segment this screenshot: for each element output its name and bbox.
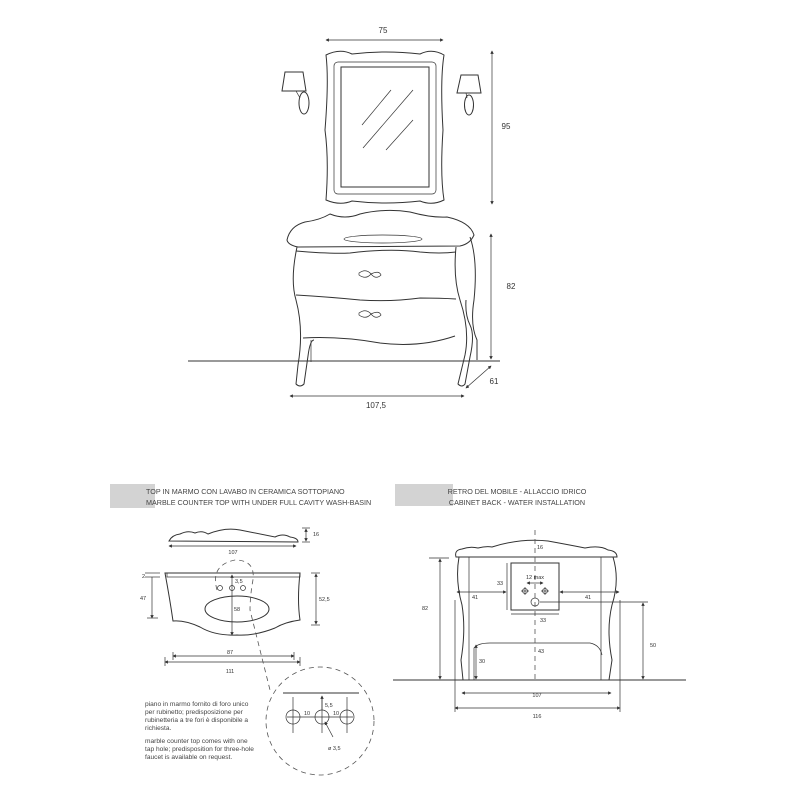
drawing-line	[215, 559, 271, 691]
drawer-handle-bottom	[358, 310, 382, 318]
mirror-width-label: 75	[379, 26, 388, 35]
cabinet-depth-dimension	[465, 365, 492, 389]
back-outer-width-label: 116	[533, 714, 542, 720]
outer-width-label: 111	[226, 669, 234, 675]
right-distance-label: 41	[585, 595, 591, 601]
drawing-line	[385, 119, 414, 151]
note-line: per rubinetto; predisposizione per	[145, 709, 244, 716]
drawing-line	[285, 709, 301, 725]
drawing-line	[324, 721, 334, 738]
inner-width-label: 87	[227, 650, 233, 656]
water-panel	[510, 562, 560, 611]
mirror	[324, 50, 445, 204]
drawing-line	[164, 572, 301, 636]
drawing-line	[217, 585, 223, 591]
drawing-line	[295, 294, 457, 302]
detail-diameter: ø 3,5	[328, 746, 341, 752]
section-marker-box	[110, 484, 155, 508]
drawing-line	[456, 74, 482, 94]
drawing-line	[457, 556, 617, 681]
cabinet-height-label: 82	[507, 282, 516, 291]
depth-label: 47	[140, 596, 146, 602]
leg-height-label: 30	[479, 659, 485, 665]
countertop-section: TOP IN MARMO CON LAVABO IN CERAMICA SOTT…	[110, 484, 375, 776]
cabinet-width-label: 107,5	[366, 401, 387, 410]
drawing-line	[362, 89, 414, 149]
back-top-label: 16	[537, 545, 543, 551]
note-line: tap hole; predisposition for three-hole	[145, 746, 254, 753]
detail-spacing-left: 10	[304, 711, 310, 717]
note-line: richiesta.	[145, 725, 172, 732]
note-line: marble counter top comes with one	[145, 738, 248, 745]
hole-offset-label: 3,5	[235, 579, 243, 585]
drawing-line	[465, 92, 468, 99]
profile-width-label: 107	[228, 550, 237, 556]
front-elevation: 75 95	[188, 26, 516, 410]
drawing-line	[333, 61, 437, 195]
drawing-line	[361, 89, 392, 126]
mirror-height-label: 95	[502, 122, 511, 131]
drawing-line	[298, 91, 310, 115]
detail-setback: 5,5	[325, 703, 333, 709]
note-line: piano in marmo fornito di foro unico	[145, 701, 249, 708]
cabinet-back-section: RETRO DEL MOBILE - ALLACCIO IDRICO CABIN…	[393, 484, 686, 720]
drawer-handle-top	[358, 270, 382, 278]
note-italian: piano in marmo fornito di foro unico per…	[145, 701, 249, 732]
note-english: marble counter top comes with one tap ho…	[145, 738, 254, 761]
drawing-line	[286, 209, 475, 248]
drain-height-label: 50	[650, 643, 656, 649]
section-marker-box	[395, 484, 453, 506]
detail-circle	[265, 666, 375, 776]
back-inner-width-label: 107	[532, 693, 541, 699]
panel-width-label: 33	[540, 618, 546, 624]
drawing-line	[166, 572, 301, 578]
wall-lamp-right	[456, 74, 482, 116]
drawing-line	[464, 94, 474, 116]
basin-offset-label: 58	[234, 607, 240, 613]
drawing-line	[281, 71, 307, 92]
countertop-title-en: MARBLE COUNTER TOP WITH UNDER FULL CAVIT…	[146, 498, 371, 507]
cabinet-depth-label: 61	[490, 377, 499, 386]
drawing-line	[454, 246, 473, 387]
drawing-line	[204, 595, 270, 623]
center-height-label: 43	[538, 649, 544, 655]
tap-spacing-label: 12 max	[526, 575, 544, 581]
drawing-line	[339, 709, 355, 725]
detail-spacing-right: 10	[333, 711, 339, 717]
drawing-line	[168, 528, 299, 543]
left-distance-label: 41	[472, 595, 478, 601]
drawing-line	[295, 249, 457, 254]
drawing-line	[340, 66, 430, 188]
drawing-line	[469, 236, 478, 360]
thickness-label: 16	[313, 532, 319, 538]
countertop-title-it: TOP IN MARMO CON LAVABO IN CERAMICA SOTT…	[146, 487, 345, 496]
cabinet	[286, 209, 478, 387]
edge-label: 2	[142, 574, 145, 580]
back-height-label: 82	[422, 606, 428, 612]
wall-lamp-left	[281, 71, 310, 115]
drawing-line	[343, 234, 423, 244]
drawing-line	[324, 50, 445, 204]
back-title-en: CABINET BACK - WATER INSTALLATION	[449, 498, 585, 507]
drawing-line	[292, 246, 315, 387]
drawing-line	[302, 335, 456, 345]
drawing-line	[530, 597, 540, 607]
panel-height-label: 33	[497, 581, 503, 587]
note-line: faucet is available on request.	[145, 754, 232, 761]
back-title-it: RETRO DEL MOBILE - ALLACCIO IDRICO	[448, 487, 587, 496]
depth-total-label: 52,5	[319, 597, 330, 603]
drawing-line	[240, 585, 246, 591]
drawing-line	[455, 539, 618, 558]
note-line: rubinetteria a tre fori è disponibile a	[145, 717, 248, 724]
